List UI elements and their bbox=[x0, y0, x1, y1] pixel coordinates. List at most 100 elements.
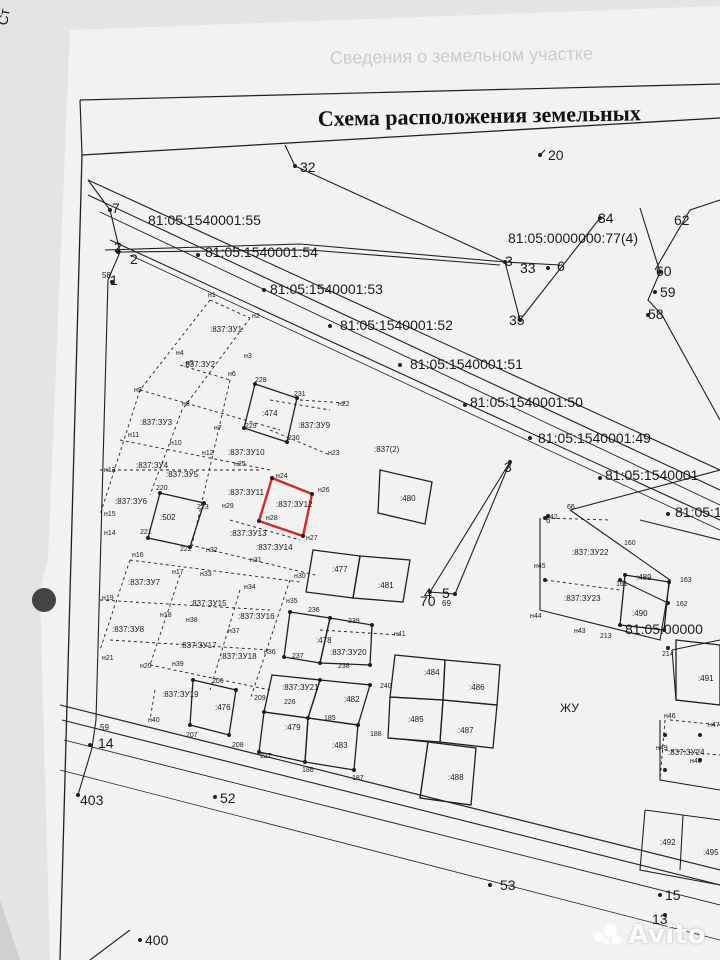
point-marker bbox=[116, 250, 120, 254]
cadastral-label: 81:05:1540001:51 bbox=[410, 356, 523, 372]
point-marker bbox=[227, 733, 231, 737]
boundary-line bbox=[544, 579, 621, 591]
point-number: 58 bbox=[102, 271, 111, 280]
boundary-line bbox=[129, 559, 301, 583]
parcel-label: :837:ЗУ17 bbox=[180, 641, 217, 650]
point-marker bbox=[646, 313, 650, 317]
boundary-line bbox=[87, 179, 121, 281]
parcel-label: :837:ЗУ8 bbox=[112, 625, 145, 634]
point-marker bbox=[191, 678, 195, 682]
corner-number: 160 bbox=[624, 540, 636, 547]
parcel-label: :837:ЗУ19 bbox=[162, 690, 199, 699]
point-marker bbox=[242, 426, 246, 430]
vertex-label: н37 bbox=[228, 628, 240, 635]
point-marker bbox=[658, 893, 662, 897]
vertex-label: н11 bbox=[128, 432, 139, 439]
point-marker bbox=[662, 628, 666, 632]
corner-number: 213 bbox=[600, 633, 612, 640]
cadastral-label: 81:05:1540001:49 bbox=[538, 430, 651, 446]
vertex-label: н9 bbox=[134, 387, 142, 394]
vertex-label: н36 bbox=[264, 649, 276, 656]
boundary-line bbox=[99, 211, 720, 506]
vertex-label: н41 bbox=[394, 631, 406, 638]
point-marker bbox=[310, 492, 314, 496]
point-marker bbox=[138, 938, 142, 942]
vertex-label: н13 bbox=[104, 467, 116, 474]
corner-number: 239 bbox=[348, 618, 360, 625]
point-marker bbox=[543, 578, 547, 582]
parcel-label: :837:ЗУ24 bbox=[668, 748, 705, 757]
point-number: 20 bbox=[548, 147, 564, 163]
lot-number: :485 bbox=[408, 715, 424, 724]
point-number: 58 bbox=[648, 306, 664, 322]
corner-number: 226 bbox=[284, 699, 296, 706]
point-marker bbox=[328, 616, 332, 620]
vertex-label: н16 bbox=[132, 552, 144, 559]
point-number: 2 bbox=[114, 239, 122, 255]
lot-number: :491 bbox=[698, 674, 714, 683]
vertex-label: н39 bbox=[172, 661, 184, 668]
lot-number: :479 bbox=[285, 723, 301, 732]
point-number: 52 bbox=[220, 790, 236, 806]
vertex-label: н4 bbox=[176, 350, 184, 357]
lot-number: :483 bbox=[332, 741, 348, 750]
parcel-label: :837:ЗУ6 bbox=[115, 497, 148, 506]
point-marker bbox=[546, 514, 550, 518]
corner-number: 161 bbox=[616, 581, 628, 588]
boundary-line bbox=[149, 664, 271, 691]
boundary-line bbox=[544, 517, 611, 521]
vertex-label: н18 bbox=[160, 612, 172, 619]
corner-number: 207 bbox=[186, 732, 198, 739]
boundary-line bbox=[569, 469, 720, 511]
boundary-line bbox=[387, 737, 472, 806]
point-number: 3 bbox=[505, 253, 513, 269]
vertex-label: н1 bbox=[208, 292, 216, 299]
point-marker bbox=[666, 512, 670, 516]
corner-number: 230 bbox=[288, 435, 300, 442]
corner-number: 231 bbox=[294, 391, 306, 398]
cadastral-label: 81:05:1540001 bbox=[675, 504, 720, 520]
lot-number: :502 bbox=[160, 513, 176, 522]
parcel-label: :837:ЗУ20 bbox=[330, 648, 367, 657]
lot-number: :486 bbox=[469, 683, 485, 692]
parcel-label: :837:ЗУ1 bbox=[210, 325, 243, 334]
boundary-line bbox=[639, 519, 720, 541]
point-marker bbox=[110, 280, 114, 284]
corner-number: 236 bbox=[308, 607, 320, 614]
boundary-line bbox=[654, 199, 720, 271]
boundary-line bbox=[181, 317, 251, 411]
boundary-line bbox=[109, 239, 720, 521]
point-marker bbox=[623, 573, 627, 577]
point-marker bbox=[257, 519, 261, 523]
corner-number: 228 bbox=[255, 377, 267, 384]
vertex-label: н43 bbox=[574, 628, 586, 635]
point-marker bbox=[213, 795, 217, 799]
boundary-line bbox=[149, 689, 156, 721]
point-number: 3 bbox=[504, 459, 512, 475]
boundary-line bbox=[61, 719, 720, 886]
parcel-label: :837:ЗУ16 bbox=[238, 612, 275, 621]
corner-number: 186 bbox=[302, 767, 314, 774]
boundary-line bbox=[539, 509, 671, 641]
boundary-line bbox=[77, 279, 109, 796]
point-number: 34 bbox=[598, 210, 614, 226]
lot-number: :490 bbox=[632, 609, 648, 618]
boundary-line bbox=[619, 579, 669, 604]
lot-number: :484 bbox=[424, 668, 440, 677]
vertex-label: н27 bbox=[306, 535, 318, 542]
corner-number: 206 bbox=[212, 678, 224, 685]
parcel-label: :837:ЗУ9 bbox=[298, 421, 331, 430]
point-number: 5 bbox=[442, 585, 450, 601]
point-marker bbox=[318, 661, 322, 665]
vertex-label: н28 bbox=[266, 515, 278, 522]
point-number: 6 bbox=[546, 516, 551, 525]
lot-number: :477 bbox=[332, 565, 348, 574]
boundary-line bbox=[87, 194, 720, 491]
parcel-label: :837:ЗУ23 bbox=[564, 594, 601, 603]
boundary-line bbox=[79, 99, 83, 156]
parcel-outline bbox=[352, 555, 411, 603]
point-number: 60 bbox=[656, 263, 672, 279]
parcel-label: :837:ЗУ10 bbox=[228, 448, 265, 457]
point-marker bbox=[538, 153, 542, 157]
binder-hole bbox=[32, 588, 56, 612]
